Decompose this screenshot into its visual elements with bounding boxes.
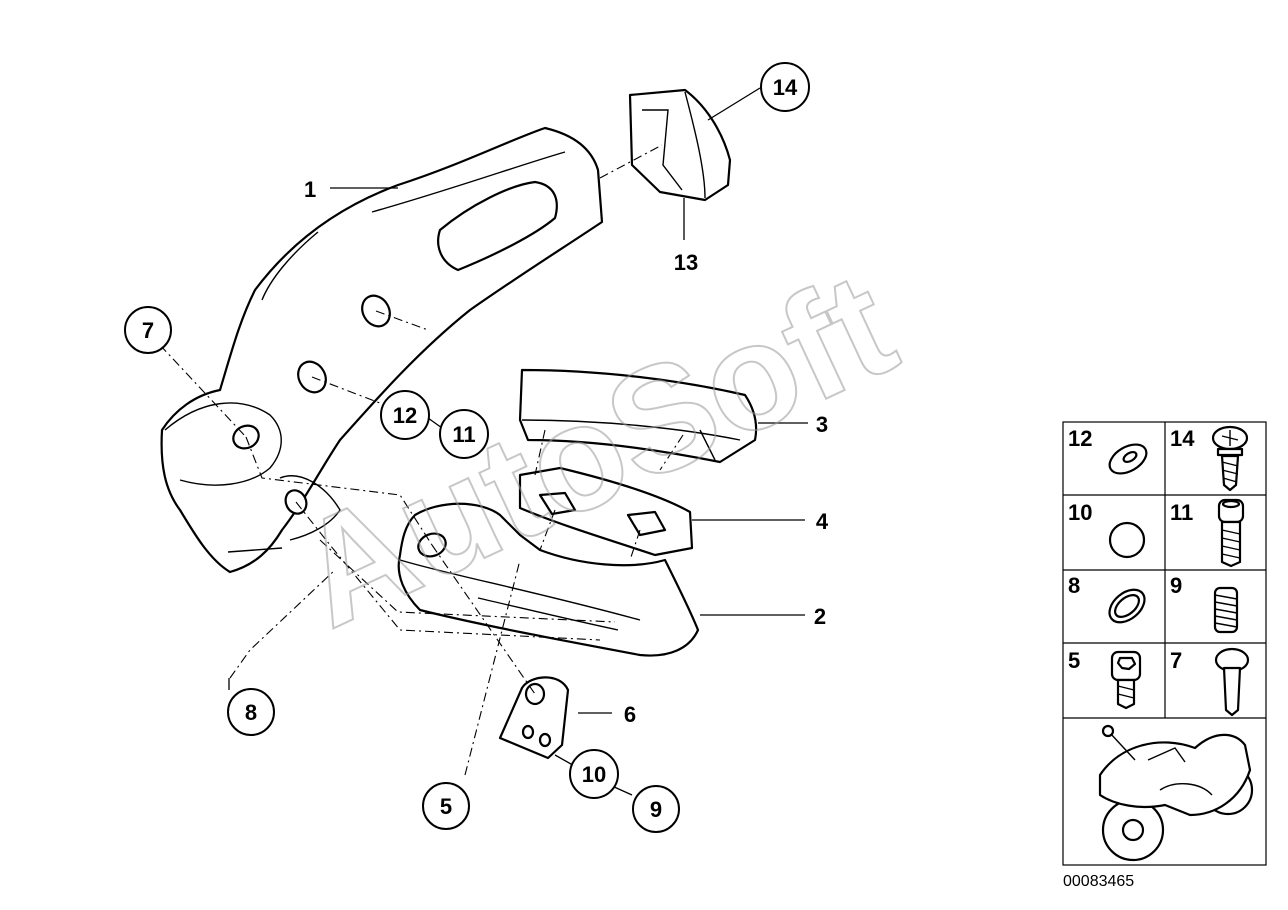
- callout-6: 6: [624, 702, 636, 727]
- legend-label-14: 14: [1170, 426, 1195, 451]
- callout-13: 13: [674, 250, 698, 275]
- svg-text:8: 8: [245, 700, 257, 725]
- slider-part-2: [397, 502, 700, 657]
- hex-socket-bolt-icon: [1217, 498, 1245, 568]
- svg-text:7: 7: [142, 318, 154, 343]
- callout-8: 8: [227, 688, 275, 736]
- callout-7: 7: [124, 306, 172, 354]
- end-cap-part-13: [628, 88, 732, 202]
- svg-text:5: 5: [440, 794, 452, 819]
- callout-12: 12: [380, 390, 430, 440]
- callout-3: 3: [816, 412, 828, 437]
- legend-label-5: 5: [1068, 648, 1080, 673]
- svg-text:10: 10: [582, 762, 606, 787]
- legend-label-7: 7: [1170, 648, 1182, 673]
- fastener-legend: 12 14 10 11 8 9: [1062, 421, 1267, 866]
- svg-text:11: 11: [452, 422, 475, 447]
- legend-label-8: 8: [1068, 573, 1080, 598]
- spring-icon: [1213, 586, 1239, 634]
- callouts: 1 14 13 7 12 11 3 4 2 8 6 10: [124, 62, 829, 833]
- callout-9: 9: [632, 785, 680, 833]
- callout-4: 4: [816, 509, 829, 534]
- plug-cap-icon: [1108, 521, 1146, 559]
- svg-text:9: 9: [650, 797, 662, 822]
- pan-head-screw-icon: [1211, 425, 1249, 492]
- pin-icon: [1214, 647, 1250, 717]
- callout-10: 10: [569, 749, 619, 799]
- svg-text:12: 12: [393, 403, 417, 428]
- legend-label-12: 12: [1068, 426, 1092, 451]
- callout-11: 11: [439, 409, 489, 459]
- hose-clip-icon: [1108, 588, 1146, 624]
- legend-label-9: 9: [1170, 573, 1182, 598]
- legend-label-11: 11: [1170, 500, 1193, 525]
- assembly-lines: [159, 144, 684, 776]
- callout-5: 5: [422, 782, 470, 830]
- diagram-code: 00083465: [1063, 873, 1134, 890]
- bracket-part-1: [160, 126, 604, 574]
- socket-head-screw-icon: [1110, 650, 1142, 710]
- svg-text:14: 14: [773, 75, 798, 100]
- callout-14: 14: [760, 62, 810, 112]
- small-plate-part-6: [498, 676, 570, 760]
- legend-label-10: 10: [1068, 500, 1092, 525]
- callout-1: 1: [304, 177, 316, 202]
- callout-2: 2: [814, 604, 826, 629]
- pad-part-3: [518, 368, 758, 464]
- motorcycle-location-icon: [1098, 724, 1254, 862]
- plate-part-4: [518, 466, 694, 557]
- washer-icon: [1108, 443, 1148, 475]
